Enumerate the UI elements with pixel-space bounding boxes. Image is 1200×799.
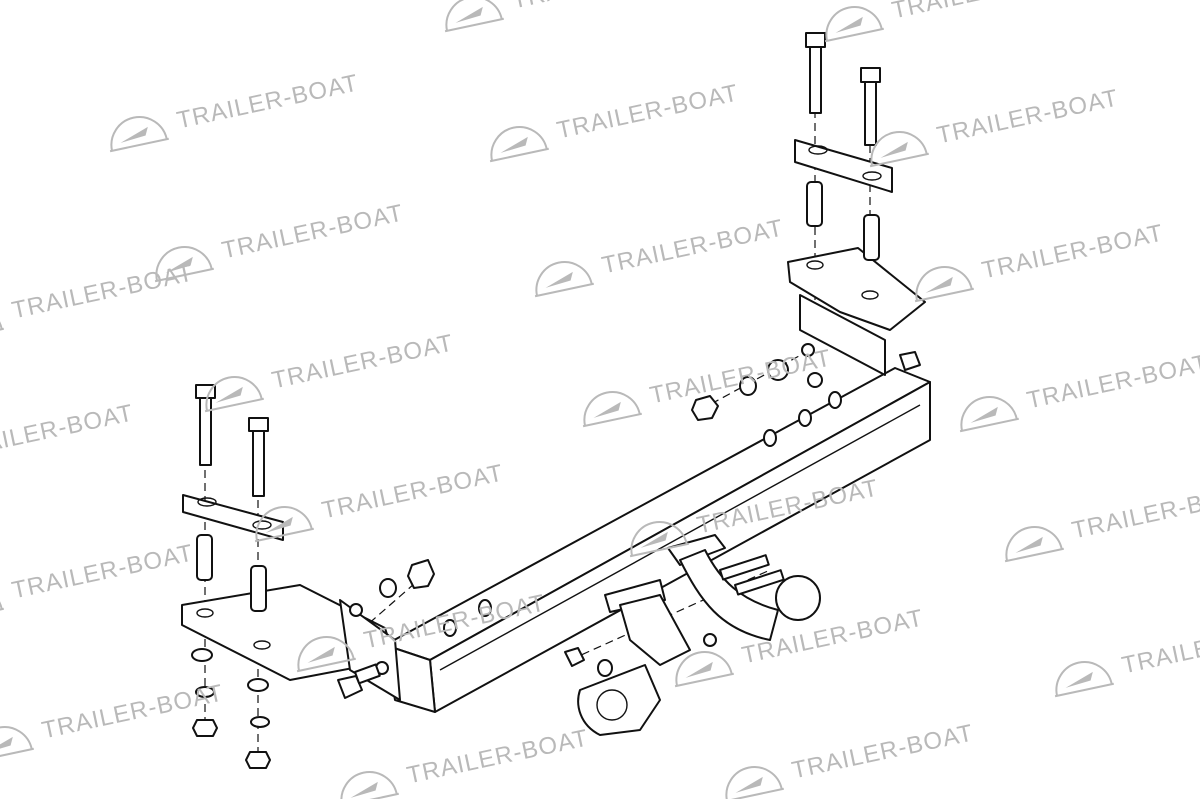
electrical-socket-plate	[564, 647, 661, 736]
tow-ball-assembly	[604, 534, 821, 666]
right-bolts	[805, 32, 881, 261]
beam-bolts	[443, 391, 842, 637]
right-mounting-bracket	[787, 247, 926, 376]
right-top-plate	[794, 139, 893, 193]
left-nuts-washers	[191, 559, 435, 769]
right-nuts-washers	[691, 351, 921, 421]
left-top-plate	[182, 494, 284, 541]
left-mounting-bracket	[181, 584, 401, 701]
